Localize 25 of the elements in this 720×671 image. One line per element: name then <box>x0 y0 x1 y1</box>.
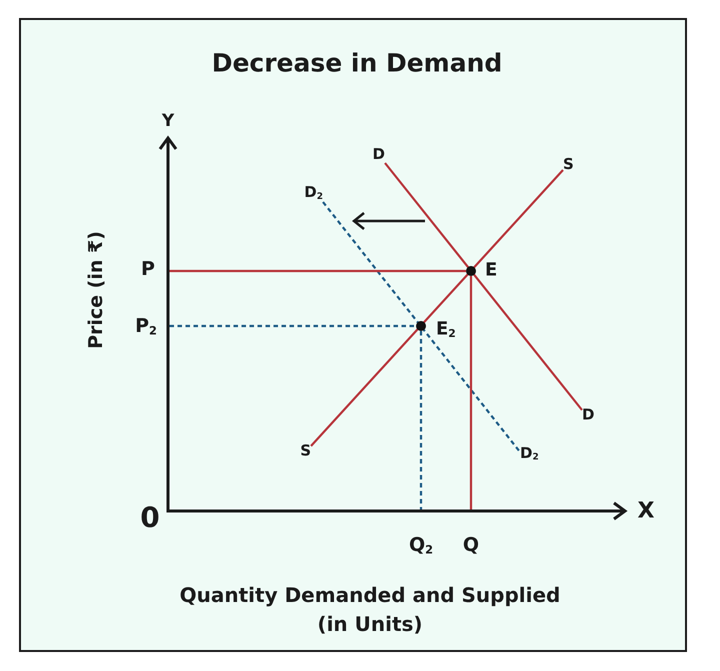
guide-line <box>170 270 466 272</box>
curve-label: D$_{2}$ <box>520 444 539 463</box>
curve-label: S <box>300 442 311 460</box>
guide-line <box>470 276 472 510</box>
supply-curve <box>310 169 564 447</box>
curve-label: S <box>563 156 574 174</box>
axis-label: X <box>638 498 654 524</box>
axis-label: Y <box>162 112 174 132</box>
axis-title: Price (in ₹) <box>86 231 108 349</box>
curve-label: D <box>372 146 385 163</box>
tick-label: P <box>141 259 155 281</box>
point-label: E <box>485 260 498 282</box>
diagram-title: Decrease in Demand <box>212 50 502 78</box>
guide-line <box>170 324 416 328</box>
axis-title: Quantity Demanded and Supplied (in Units) <box>178 582 562 638</box>
curve-label: D$_{2}$ <box>304 184 323 202</box>
guide-line <box>420 331 422 510</box>
tick-label: Q$_{2}$ <box>408 535 434 557</box>
demand-curve <box>384 162 583 411</box>
curve-label: D <box>582 406 594 424</box>
tick-label: P$_{2}$ <box>135 316 157 338</box>
shifted-demand-curve <box>322 201 521 453</box>
origin-label: 0 <box>140 502 160 534</box>
tick-label: Q <box>462 535 480 557</box>
point-label: E$_{2}$ <box>436 320 456 340</box>
